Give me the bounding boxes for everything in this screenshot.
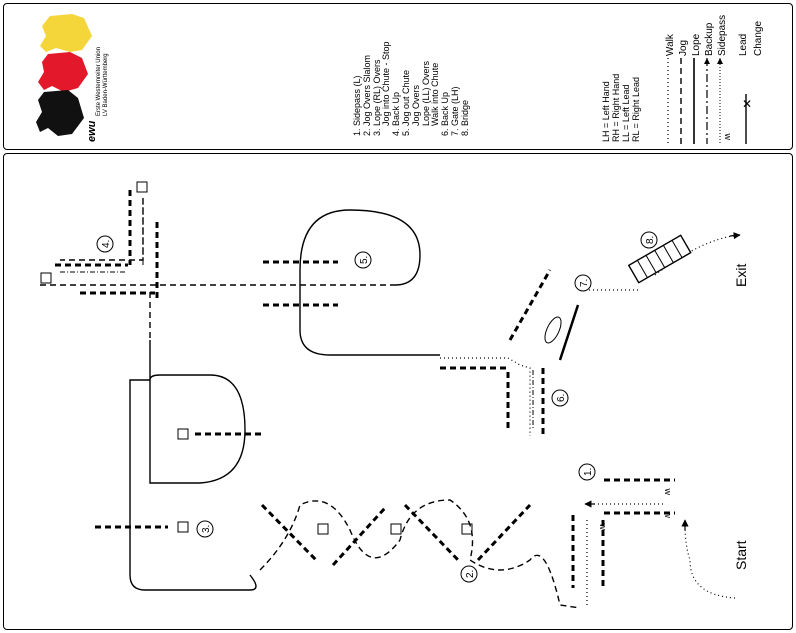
pole <box>260 503 320 564</box>
marker-1: 1. <box>578 463 596 481</box>
svg-text:8.: 8. <box>645 236 656 244</box>
pole <box>508 269 552 341</box>
svg-text:1.: 1. <box>583 468 594 476</box>
svg-text:5.: 5. <box>359 256 370 264</box>
pole <box>331 506 387 567</box>
jog-path <box>40 198 581 609</box>
legend-arrow-sidepass <box>717 58 723 64</box>
marker-8: 8. <box>640 231 658 249</box>
lead-symbol: ʍ <box>597 523 607 530</box>
legend-lines: ʍ ✕ <box>667 58 752 144</box>
header-panel: ewu Erste Westernreiter Union LV Baden-W… <box>3 3 793 150</box>
cone <box>136 181 148 193</box>
legend-lead-symbol: ʍ <box>722 133 732 140</box>
lope-loop-5 <box>299 209 440 356</box>
marker-7: 7. <box>574 274 592 292</box>
cone <box>390 523 402 535</box>
svg-text:2.: 2. <box>465 570 476 578</box>
ewu-logo <box>36 14 92 136</box>
cone <box>177 428 189 440</box>
gate <box>558 304 580 361</box>
course-panel <box>3 153 793 630</box>
logo-horse-black <box>36 90 84 136</box>
lead-symbol: ʍ <box>662 511 672 518</box>
bridge <box>627 234 692 284</box>
svg-text:6.: 6. <box>556 394 567 402</box>
cone <box>461 523 473 535</box>
horse-rider-icon <box>544 316 562 344</box>
marker-3: 3. <box>196 520 214 538</box>
cone <box>40 272 52 284</box>
marker-6: 6. <box>551 389 569 407</box>
walk-path <box>440 234 739 605</box>
lope-path <box>129 340 257 591</box>
cone <box>317 523 329 535</box>
pole <box>403 503 462 564</box>
svg-text:7.: 7. <box>579 279 590 287</box>
svg-text:4.: 4. <box>101 240 112 248</box>
cones <box>40 181 473 535</box>
legend-change-symbol: ✕ <box>742 97 752 111</box>
exit-arrow <box>729 232 741 240</box>
marker-4: 4. <box>96 235 114 253</box>
poles <box>55 190 675 590</box>
marker-2: 2. <box>460 565 478 583</box>
start-label: Start <box>733 540 749 570</box>
exit-label: Exit <box>733 263 749 287</box>
legend-arrow-backup <box>704 58 710 64</box>
cone <box>177 521 189 533</box>
logo-horse-red <box>38 52 88 92</box>
pole <box>476 503 532 562</box>
obstacle-markers: 1. 2. 3. 4. 5. 6. 7. 8. <box>96 231 658 583</box>
svg-text:3.: 3. <box>201 525 212 533</box>
lead-symbol: ʍ <box>662 488 672 495</box>
logo-horse-yellow <box>40 14 92 52</box>
marker-5: 5. <box>354 251 372 269</box>
